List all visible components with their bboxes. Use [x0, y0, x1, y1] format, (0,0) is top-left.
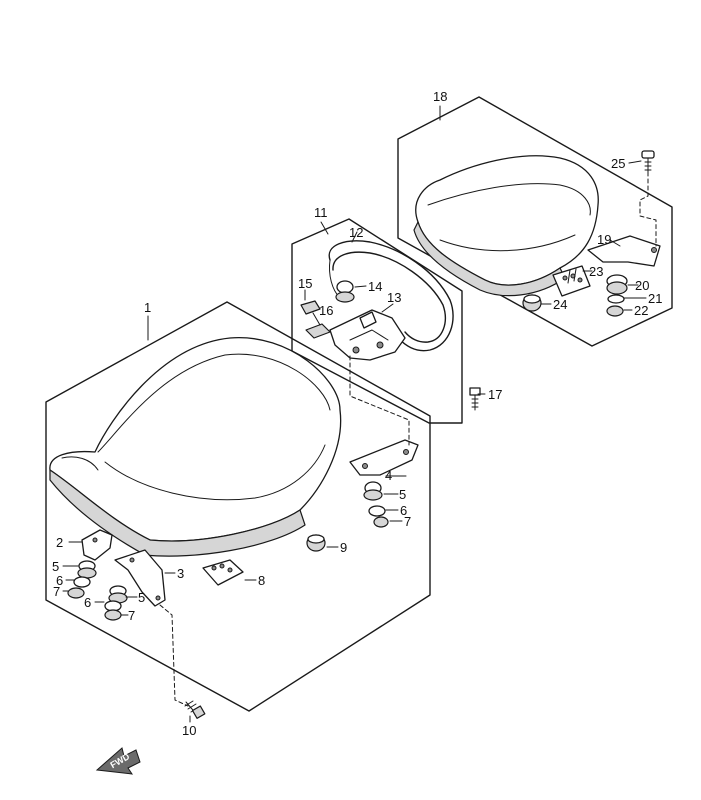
part-17-screw — [469, 387, 481, 411]
part-8-clamp — [202, 559, 244, 586]
label-1: 1 — [144, 300, 151, 315]
part-7-collar-right — [373, 516, 389, 528]
label-7-left-lower: 7 — [128, 608, 135, 623]
label-5-left-lower: 5 — [138, 590, 145, 605]
label-9: 9 — [340, 540, 347, 555]
part-15-cushion — [300, 300, 321, 315]
label-21: 21 — [648, 291, 662, 306]
part-19-hole — [651, 247, 657, 253]
part-5-damper-left-upper — [77, 560, 97, 579]
part-24-cushion — [522, 294, 542, 312]
part-6-washer-right — [368, 505, 386, 517]
group-18-outline — [397, 96, 673, 347]
part-6-washer-left-upper — [73, 576, 91, 588]
label-19: 19 — [597, 232, 611, 247]
pillion-seat — [413, 155, 599, 297]
part-5-damper-right — [363, 481, 383, 501]
label-20: 20 — [635, 278, 649, 293]
main-seat — [49, 337, 342, 557]
label-18: 18 — [433, 89, 447, 104]
label-23: 23 — [589, 264, 603, 279]
label-7-right: 7 — [404, 514, 411, 529]
label-5-right: 5 — [399, 487, 406, 502]
callout-labels: 1 2 3 4 5 5 5 6 6 6 7 7 7 8 9 10 11 12 1… — [52, 89, 662, 738]
label-11: 11 — [314, 205, 328, 220]
part-7-collar-left-upper — [67, 587, 85, 599]
label-5-left-upper: 5 — [52, 559, 59, 574]
label-8: 8 — [258, 573, 265, 588]
part-3-bracket — [114, 549, 166, 607]
part-9-cushion — [306, 534, 326, 552]
label-22: 22 — [634, 303, 648, 318]
label-10: 10 — [182, 723, 196, 738]
part-10-bolt — [184, 700, 206, 719]
label-3: 3 — [177, 566, 184, 581]
label-7-left-upper: 7 — [53, 584, 60, 599]
label-16: 16 — [319, 303, 333, 318]
leader-lines — [62, 105, 647, 723]
part-4-bracket — [349, 439, 419, 476]
label-17: 17 — [488, 387, 502, 402]
part-16-cushion — [305, 323, 331, 339]
label-25: 25 — [611, 156, 625, 171]
label-6-left-upper: 6 — [56, 573, 63, 588]
part-20-damper — [606, 274, 628, 295]
part-22-collar — [606, 305, 624, 317]
label-24: 24 — [553, 297, 567, 312]
label-12: 12 — [349, 225, 363, 240]
part-21-washer — [607, 294, 625, 304]
seat-lock-bracket — [329, 309, 406, 361]
label-4: 4 — [385, 468, 392, 483]
assembly-guide-lines — [159, 171, 657, 707]
part-25-bolt — [641, 150, 655, 173]
label-2: 2 — [56, 535, 63, 550]
label-15: 15 — [298, 276, 312, 291]
label-14: 14 — [368, 279, 382, 294]
group-1-outline — [45, 301, 431, 712]
part-23-clamp — [552, 265, 591, 297]
part-7-collar-left-lower — [104, 609, 122, 621]
part-14-nut — [335, 280, 355, 303]
label-6-right: 6 — [400, 503, 407, 518]
part-19-bracket — [587, 235, 661, 267]
label-13: 13 — [387, 290, 401, 305]
label-6-left-lower: 6 — [84, 595, 91, 610]
forward-direction-arrow: FWD — [95, 747, 141, 775]
part-2-bracket — [81, 529, 113, 561]
